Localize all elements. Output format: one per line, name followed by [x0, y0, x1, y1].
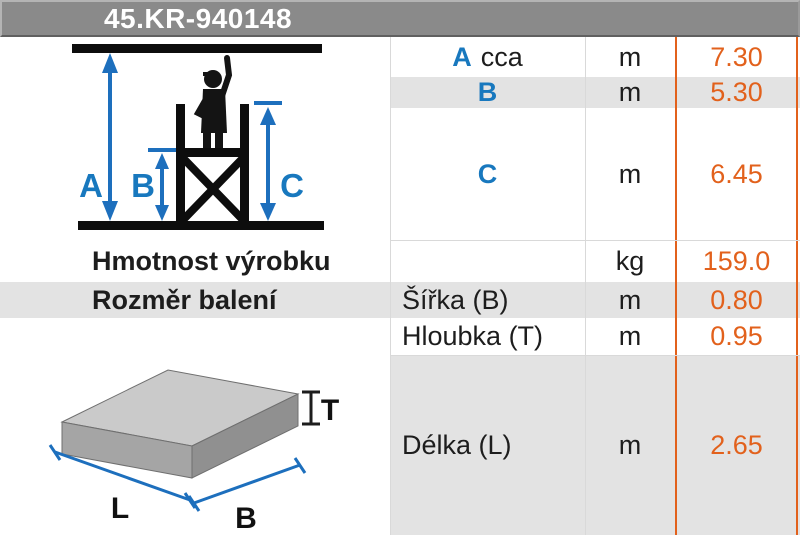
row-a-value: 7.30 — [710, 41, 763, 72]
row-divider-2 — [390, 355, 800, 356]
row-stripe-b — [390, 77, 800, 108]
weight-row-unit: kg — [615, 245, 645, 276]
row-b-label: B — [390, 77, 585, 108]
row-a-unit: m — [618, 41, 642, 72]
row-a-suffix: cca — [480, 41, 523, 72]
package-section-label: Rozměr balení — [92, 284, 277, 315]
row-stripe-package — [0, 282, 800, 318]
row-stripe-length — [390, 355, 800, 535]
row-c-label: C — [390, 108, 585, 240]
row-b-value: 5.30 — [710, 77, 763, 107]
width-dim-line — [187, 457, 307, 512]
diagram-label-a: A — [79, 167, 103, 204]
width-row-label: Šířka (B) — [402, 284, 509, 315]
width-row-unit: m — [618, 284, 642, 315]
value-column-right-rule — [796, 37, 798, 535]
depth-row-label: Hloubka (T) — [402, 321, 544, 351]
length-dim-line — [48, 444, 197, 509]
package-box-diagram: L B T — [48, 369, 339, 535]
row-b-unit: m — [618, 77, 642, 107]
floor-bar — [78, 221, 324, 230]
row-c-letter: C — [477, 158, 498, 189]
diagram-label-b: B — [131, 167, 155, 204]
box-label-b: B — [235, 502, 257, 535]
box-label-t: T — [321, 394, 339, 427]
scaffold-tower — [176, 104, 249, 224]
length-row-value: 2.65 — [710, 429, 763, 460]
scaffold-diagram: A B C — [72, 44, 324, 230]
depth-row-unit: m — [618, 321, 642, 351]
row-c-value: 6.45 — [710, 158, 763, 189]
depth-row-value: 0.95 — [710, 321, 763, 351]
diagram-label-c: C — [280, 167, 304, 204]
table-left-border — [390, 37, 391, 535]
dimension-arrow-b — [148, 148, 176, 221]
row-b-letter: B — [477, 77, 498, 107]
product-code: 45.KR-940148 — [103, 2, 293, 34]
row-a-letter: A — [452, 41, 472, 72]
row-a-label: A cca — [390, 37, 585, 77]
dimension-arrow-a — [102, 53, 118, 221]
product-code-banner: 45.KR-940148 — [0, 0, 800, 37]
box-3d — [60, 369, 300, 479]
weight-row-value: 159.0 — [702, 245, 771, 276]
width-row-value: 0.80 — [710, 284, 763, 315]
depth-bracket — [302, 390, 320, 426]
length-row-label: Délka (L) — [402, 429, 512, 460]
row-divider — [390, 240, 800, 241]
weight-row-label: Hmotnost výrobku — [92, 245, 331, 276]
length-row-unit: m — [618, 429, 642, 460]
value-column-left-rule — [675, 37, 677, 535]
dimension-arrow-c — [254, 101, 282, 221]
ceiling-bar — [72, 44, 322, 53]
row-c-unit: m — [618, 158, 642, 189]
box-label-l: L — [111, 492, 129, 525]
worker-figure — [193, 55, 233, 148]
unit-column-border — [585, 37, 586, 535]
